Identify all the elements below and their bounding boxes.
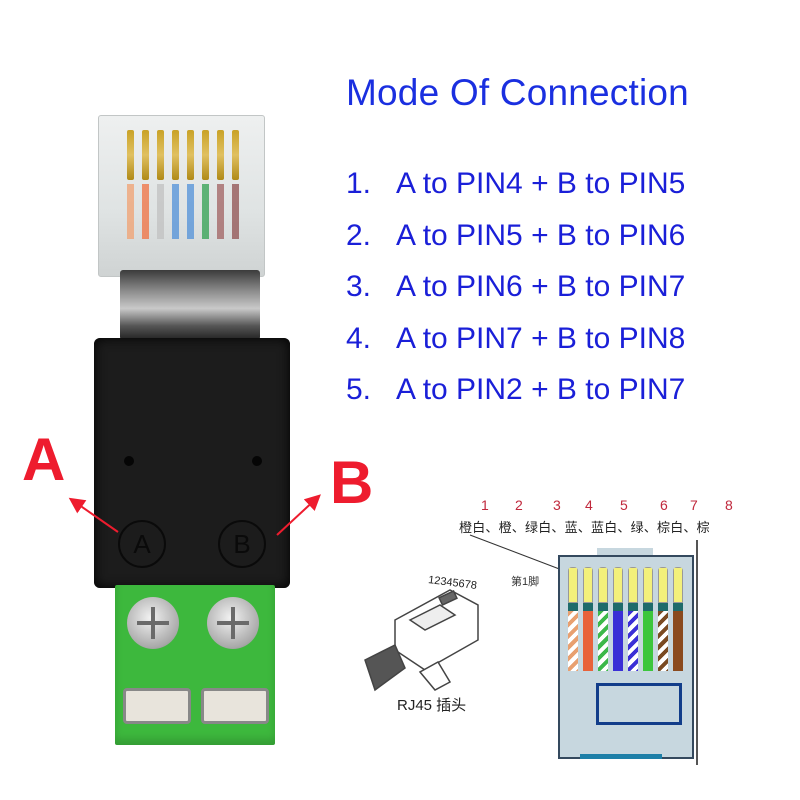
screw-a-icon xyxy=(127,597,179,649)
wire-pin xyxy=(598,567,608,671)
plug-wire xyxy=(202,184,209,239)
embossed-label-b: B xyxy=(218,520,266,568)
wire-pin xyxy=(628,567,638,671)
wire-pin xyxy=(568,567,578,671)
plug-wire xyxy=(217,184,224,239)
contact-pin xyxy=(187,130,194,180)
label-b: B xyxy=(330,449,374,516)
mode-number: 5. xyxy=(346,373,372,406)
contact-pin xyxy=(232,130,239,180)
pin-number: 3 xyxy=(553,497,561,513)
arrow-a-icon xyxy=(68,497,119,533)
mode-number: 4. xyxy=(346,321,372,355)
contact-pin xyxy=(217,130,224,180)
wire-pin xyxy=(673,567,683,671)
pinout-diagram xyxy=(558,555,694,759)
mount-hole-left xyxy=(124,456,134,466)
pin-number: 1 xyxy=(481,497,489,513)
diagram-bottom-bar xyxy=(580,754,662,759)
diagram-top-tab xyxy=(597,548,653,556)
contact-pin xyxy=(172,130,179,180)
connection-mode-item: 4. A to PIN7 + B to PIN8 xyxy=(346,313,685,365)
pin-color-sequence: 橙白、橙、绿白、蓝、蓝白、绿、棕白、棕 xyxy=(459,520,710,535)
connection-mode-list: 1. A to PIN4 + B to PIN5 2. A to PIN5 + B t… xyxy=(346,158,685,416)
connection-mode-item: 2. A to PIN5 + B to PIN6 xyxy=(346,210,685,262)
plug-wire xyxy=(187,184,194,239)
pin1-label: 第1脚 xyxy=(511,576,540,588)
wire-pin xyxy=(658,567,668,671)
screw-b-icon xyxy=(207,597,259,649)
pin-number: 2 xyxy=(515,497,523,513)
diagram-side-line xyxy=(696,540,698,765)
contact-pin xyxy=(157,130,164,180)
pin-number: 5 xyxy=(620,497,628,513)
screw-terminal-block xyxy=(115,585,275,745)
pin-number: 7 xyxy=(690,497,698,513)
pin-number: 4 xyxy=(585,497,593,513)
wire-pin xyxy=(643,567,653,671)
plug-wire xyxy=(127,184,134,239)
plug-wire xyxy=(157,184,164,239)
mode-text: A to PIN4 + B to PIN5 xyxy=(396,167,686,200)
connection-mode-item: 5. A to PIN2 + B to PIN7 xyxy=(346,364,685,416)
embossed-label-a: A xyxy=(118,520,166,568)
contact-pin xyxy=(127,130,134,180)
connection-mode-item: 3. A to PIN6 + B to PIN7 xyxy=(346,261,685,313)
mode-number: 1. xyxy=(346,167,372,200)
plug-wire xyxy=(172,184,179,239)
wire-pin xyxy=(583,567,593,671)
page-title: Mode Of Connection xyxy=(346,72,689,113)
wire-pin xyxy=(613,567,623,671)
mode-text: A to PIN2 + B to PIN7 xyxy=(396,373,686,406)
contact-pin xyxy=(142,130,149,180)
plug-wire xyxy=(142,184,149,239)
pin1-pointer-line xyxy=(469,534,563,571)
adapter-body: A B xyxy=(94,338,290,588)
pin-number: 6 xyxy=(660,497,668,513)
mode-text: A to PIN7 + B to PIN8 xyxy=(396,321,686,355)
mode-text: A to PIN5 + B to PIN6 xyxy=(396,218,686,252)
mode-number: 2. xyxy=(346,218,372,252)
label-a: A xyxy=(22,426,66,493)
latch-window xyxy=(596,683,682,725)
wire-slot-b xyxy=(201,688,269,724)
rj45-sketch-icon xyxy=(364,589,479,692)
rj45-plug-housing xyxy=(98,115,265,277)
mount-hole-right xyxy=(252,456,262,466)
plug-wire xyxy=(232,184,239,239)
pin-number: 8 xyxy=(725,497,733,513)
wire-slot-a xyxy=(123,688,191,724)
arrow-b-icon xyxy=(276,494,321,536)
connection-mode-item: 1. A to PIN4 + B to PIN5 xyxy=(346,158,685,210)
contact-pin xyxy=(202,130,209,180)
mode-text: A to PIN6 + B to PIN7 xyxy=(396,270,686,303)
rj45-plug-shield xyxy=(120,270,260,340)
mode-number: 3. xyxy=(346,270,372,303)
rj45-label: RJ45 插头 xyxy=(397,697,467,714)
